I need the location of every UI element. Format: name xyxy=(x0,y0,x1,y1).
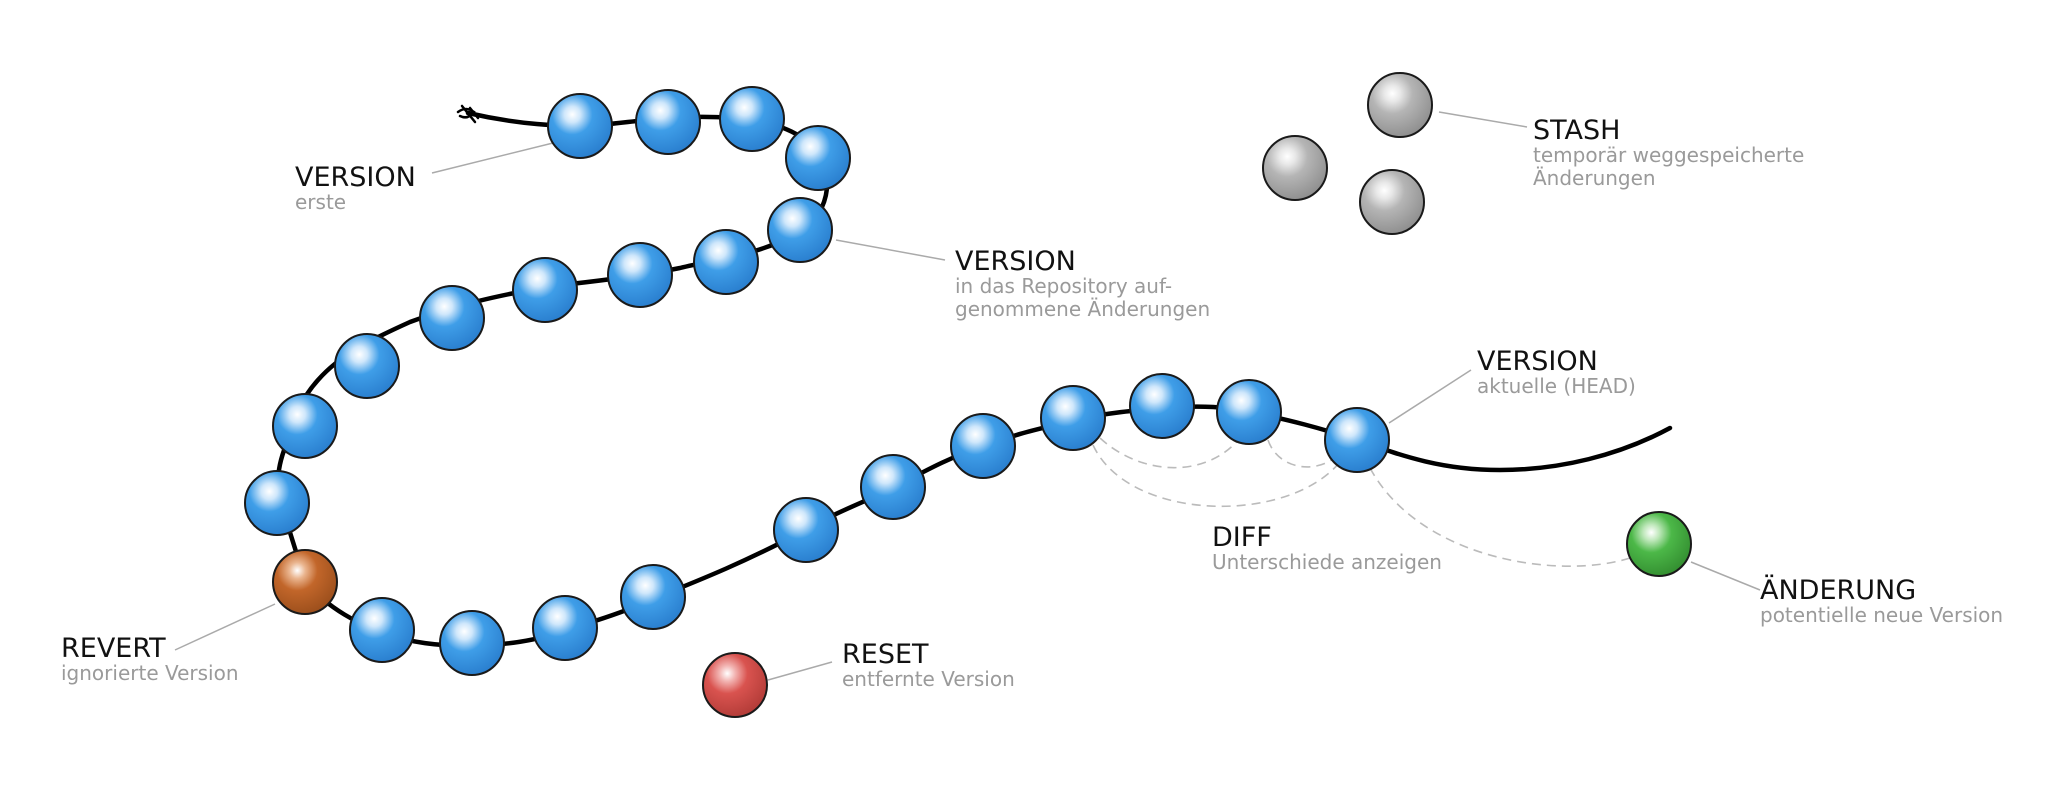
revert-bead xyxy=(272,549,338,615)
leader-change xyxy=(1690,561,1761,591)
stash-title: STASH xyxy=(1533,115,1620,146)
change-bead xyxy=(1626,511,1692,577)
version-bead xyxy=(785,125,851,191)
version-bead xyxy=(419,285,485,351)
head-version-title: VERSION xyxy=(1477,346,1598,377)
repo-version-title: VERSION xyxy=(955,246,1076,277)
stash-bead xyxy=(1262,135,1328,201)
diff-arc-mid xyxy=(1267,439,1346,468)
version-bead xyxy=(349,597,415,663)
repo-version-sub-1: in das Repository auf- xyxy=(955,274,1172,298)
stash-bead xyxy=(1359,169,1425,235)
version-bead xyxy=(512,257,578,323)
version-bead xyxy=(693,229,759,295)
revert-sub: ignorierte Version xyxy=(61,661,239,685)
first-version-bead xyxy=(547,93,613,159)
diff-title: DIFF xyxy=(1212,522,1272,553)
version-bead xyxy=(950,413,1016,479)
version-bead xyxy=(635,89,701,155)
version-bead xyxy=(439,610,505,676)
first-version-sub: erste xyxy=(295,190,346,214)
reset-sub: entfernte Version xyxy=(842,667,1015,691)
leader-revert xyxy=(174,603,276,651)
stash-sub-1: temporär weggespeicherte xyxy=(1533,143,1804,167)
leader-reset xyxy=(767,661,833,681)
leader-stash xyxy=(1438,111,1528,128)
version-bead xyxy=(1040,385,1106,451)
version-bead xyxy=(1216,379,1282,445)
version-bead xyxy=(272,393,338,459)
version-string xyxy=(275,110,1673,649)
version-bead xyxy=(860,454,926,520)
stash-sub-2: Änderungen xyxy=(1533,166,1656,190)
reset-title: RESET xyxy=(842,639,929,670)
reset-bead xyxy=(702,652,768,718)
repo-version-sub-2: genommene Änderungen xyxy=(955,297,1210,321)
version-bead xyxy=(719,86,785,152)
version-bead xyxy=(620,564,686,630)
version-bead xyxy=(532,595,598,661)
stash-bead xyxy=(1367,72,1433,138)
version-bead xyxy=(244,470,310,536)
version-bead xyxy=(773,497,839,563)
first-version-title: VERSION xyxy=(295,162,416,193)
revert-title: REVERT xyxy=(61,633,166,664)
version-bead xyxy=(1129,373,1195,439)
diff-arc-short xyxy=(1099,437,1241,469)
leader-repo-version xyxy=(835,239,946,261)
knot-icon xyxy=(456,104,480,124)
change-sub: potentielle neue Version xyxy=(1760,603,2003,627)
version-bead xyxy=(607,242,673,308)
leader-first-version xyxy=(431,142,554,174)
repo-version-bead xyxy=(767,197,833,263)
leader-head-version xyxy=(1388,369,1472,424)
version-bead xyxy=(334,333,400,399)
head-version-sub: aktuelle (HEAD) xyxy=(1477,374,1636,398)
head-version-bead xyxy=(1324,407,1390,473)
change-title: ÄNDERUNG xyxy=(1760,574,1916,606)
diff-arc-change xyxy=(1369,467,1631,567)
diff-arc-long xyxy=(1092,444,1346,508)
diff-sub: Unterschiede anzeigen xyxy=(1212,550,1442,574)
